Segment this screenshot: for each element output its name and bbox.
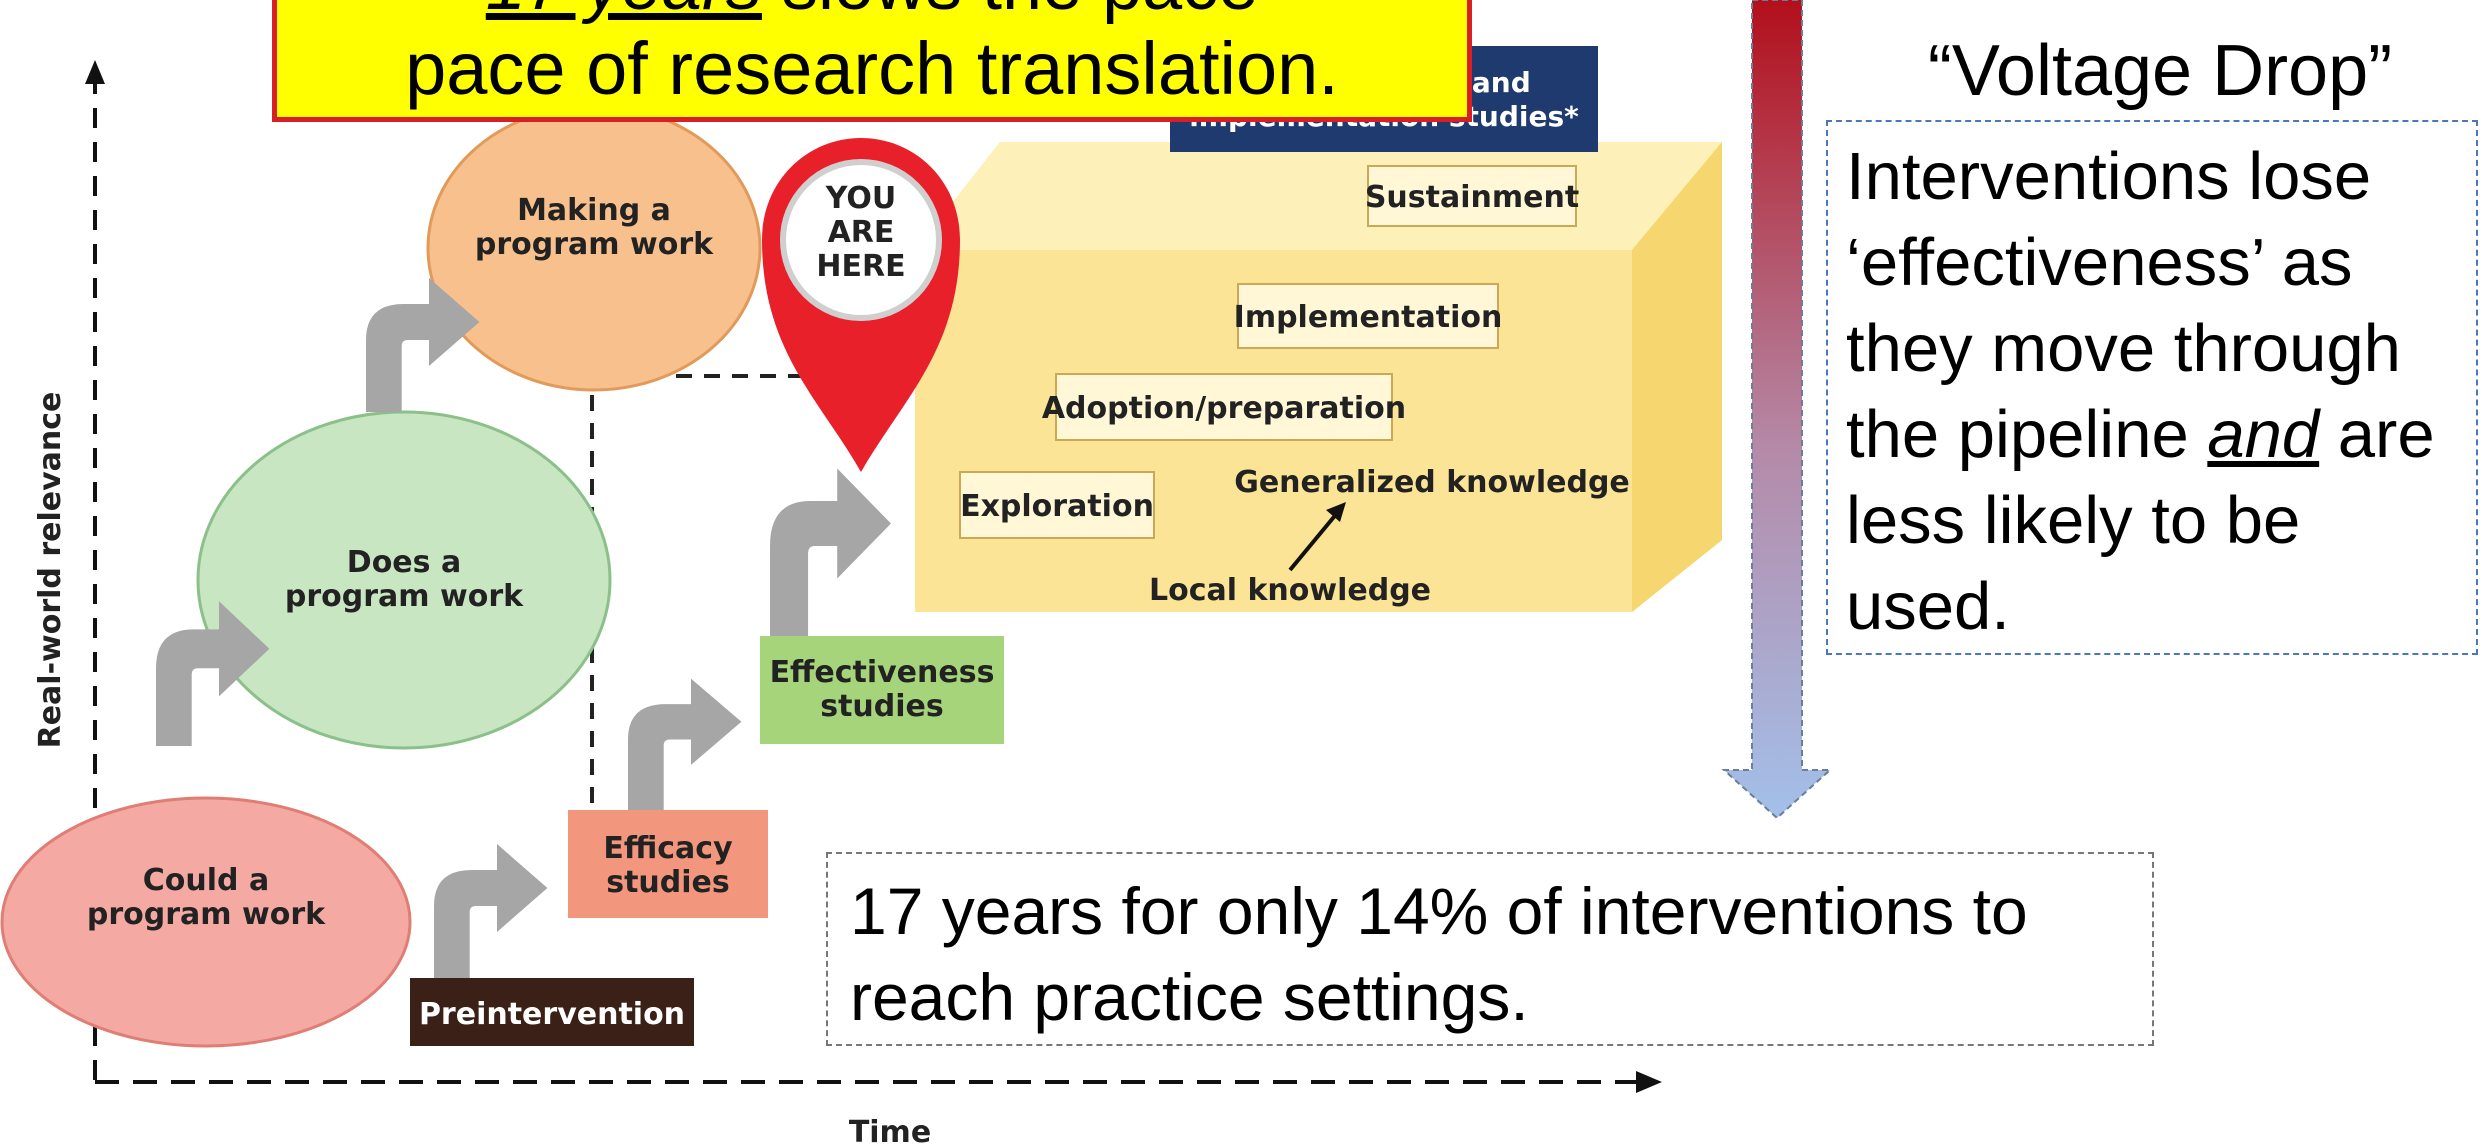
generalized-knowledge-label: Generalized knowledge: [1234, 465, 1630, 500]
voltage-drop-arrow: [1721, 0, 1833, 820]
footer-statement: 17 years for only 14% of interventions t…: [826, 852, 2154, 1046]
callout-top-text: slows the pace: [782, 0, 1258, 25]
box-step-implementation: Implementation: [1234, 283, 1503, 349]
svg-text:Exploration: Exploration: [960, 489, 1154, 524]
callout-banner: 17 years slows the pace pace of research…: [272, 0, 1472, 122]
voltage-text-emphasis: and: [2207, 397, 2320, 472]
voltage-drop-textbox: Interventions lose ‘effectiveness’ as th…: [1826, 120, 2478, 655]
x-axis: [95, 1071, 1662, 1093]
box-preintervention: Preintervention: [410, 978, 694, 1046]
box-step-adoption: Adoption/preparation: [1042, 373, 1406, 441]
svg-text:Sustainment: Sustainment: [1365, 180, 1579, 215]
svg-text:Implementation: Implementation: [1234, 300, 1503, 335]
voltage-text-2: are less likely to be used.: [1846, 397, 2435, 644]
local-knowledge-label: Local knowledge: [1149, 573, 1431, 608]
knowledge-arrow: [1288, 502, 1346, 572]
callout-underlined-text: 17 years: [486, 0, 762, 25]
svg-text:Preintervention: Preintervention: [419, 997, 685, 1032]
callout-text: pace of research translation.: [405, 27, 1339, 110]
svg-text:Adoption/preparation: Adoption/preparation: [1042, 391, 1406, 426]
voltage-drop-title: “Voltage Drop”: [1927, 31, 2393, 111]
voltage-text-1: Interventions lose ‘effectiveness’ as th…: [1846, 139, 2401, 472]
y-axis-label: Real-world relevance: [33, 392, 68, 749]
y-axis: [85, 60, 105, 1080]
x-axis-label: Time: [849, 1115, 931, 1148]
box-step-sustainment: Sustainment: [1365, 165, 1579, 227]
box-step-exploration: Exploration: [959, 471, 1155, 539]
